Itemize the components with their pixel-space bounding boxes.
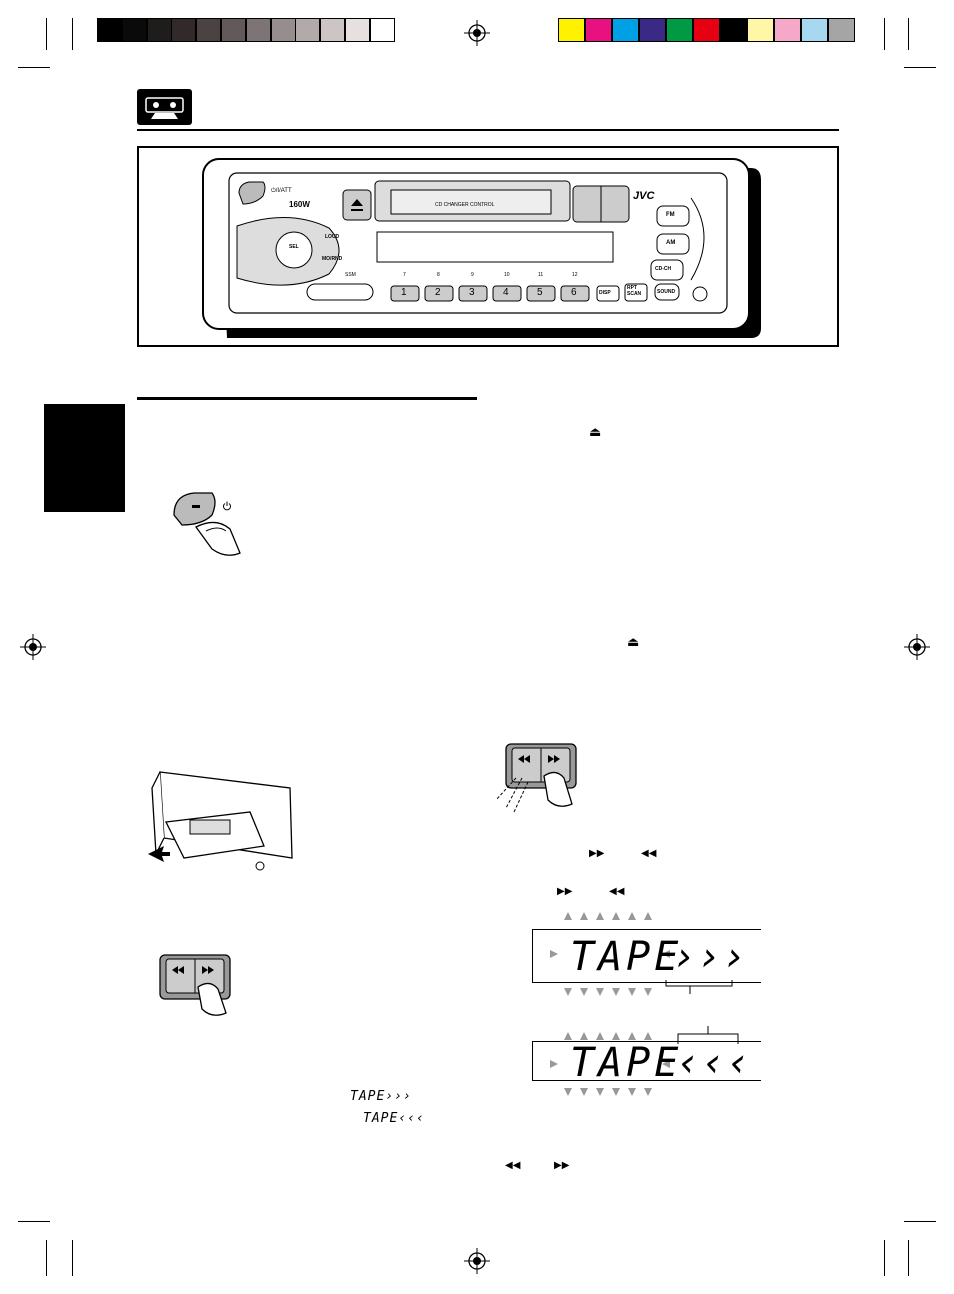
- faceplate-preset-2: 2: [435, 287, 441, 298]
- crop-mark: [908, 1240, 909, 1276]
- color-swatch: [774, 18, 801, 42]
- color-swatch: [666, 18, 693, 42]
- rewind-icon: ◀◀: [641, 848, 657, 859]
- crop-mark: [884, 1240, 885, 1276]
- grayscale-swatch: [320, 18, 346, 42]
- eject-icon: ⏏: [589, 424, 602, 439]
- grayscale-swatch: [270, 18, 296, 42]
- eject-icon: ⏏: [627, 634, 640, 649]
- power-button-illustration: [173, 492, 241, 556]
- color-swatch: [747, 18, 774, 42]
- blink-indicator-ff: [550, 912, 670, 996]
- crop-mark: [908, 18, 909, 50]
- color-swatch: [693, 18, 720, 42]
- fast-forward-icon: ▶▶: [557, 886, 573, 897]
- grayscale-swatch: [245, 18, 271, 42]
- fast-forward-icon: ▶▶: [554, 1160, 570, 1171]
- crop-mark: [46, 1240, 47, 1276]
- crop-mark: [72, 1240, 73, 1276]
- display-rew-label: TAPE: [570, 1040, 683, 1086]
- display-rew-panel: [532, 1041, 761, 1081]
- faceplate-preset-1: 1: [401, 287, 407, 298]
- cassette-insertion-illustration: [148, 771, 293, 871]
- faceplate-wattage: 160W: [289, 200, 310, 209]
- color-swatch: [720, 18, 747, 42]
- header-rule: [137, 129, 839, 131]
- registration-mark-icon: [904, 634, 930, 660]
- color-swatch: [612, 18, 639, 42]
- power-icon: [223, 501, 231, 511]
- faceplate-preset-5: 5: [537, 287, 543, 298]
- crop-mark: [46, 18, 47, 50]
- display-readout-ff: TAPE›››: [350, 1089, 412, 1104]
- color-swatch: [585, 18, 612, 42]
- faceplate-preset-upper-7: 7: [403, 272, 406, 278]
- faceplate-cdch-button: CD-CH: [655, 266, 672, 272]
- color-swatch: [801, 18, 828, 42]
- faceplate-loud-button: LOUD: [325, 234, 340, 240]
- faceplate-illustration-frame: ⏻/I/ATT 160W CD CHANGER CONTROL JVC SEL …: [137, 146, 839, 347]
- faceplate-preset-4: 4: [503, 287, 509, 298]
- display-ff-arrows: ›››: [672, 934, 748, 980]
- color-swatch: [558, 18, 585, 42]
- faceplate-am-button: AM: [666, 240, 676, 246]
- section-heading-rule: [137, 397, 477, 400]
- faceplate-rpt-scan-button: RPT SCAN: [627, 285, 642, 297]
- display-readout-rew: TAPE‹‹‹: [363, 1111, 425, 1126]
- faceplate-preset-upper-12: 12: [572, 272, 578, 278]
- grayscale-swatch: [345, 18, 370, 42]
- color-swatch: [828, 18, 855, 42]
- faceplate-preset-6: 6: [571, 287, 577, 298]
- callout-bracket-ff: [665, 980, 733, 994]
- ff-rew-button-right-illustration: [495, 743, 577, 813]
- faceplate-preset-upper-8: 8: [437, 272, 440, 278]
- faceplate-mono-button: MO/RND: [322, 256, 343, 262]
- crop-mark: [18, 1221, 50, 1222]
- grayscale-swatch: [295, 18, 321, 42]
- display-ff-label: TAPE: [570, 934, 683, 980]
- blink-indicator-rew: [550, 1032, 670, 1096]
- faceplate-illustration: [202, 158, 761, 338]
- registration-mark-icon: [464, 1248, 490, 1274]
- crop-mark: [884, 18, 885, 50]
- cassette-icon: [137, 89, 192, 125]
- faceplate-sound-button: SOUND: [657, 289, 676, 295]
- faceplate-preset-3: 3: [469, 287, 475, 298]
- callout-bracket-rew: [677, 1026, 739, 1044]
- faceplate-fm-button: FM: [666, 212, 675, 218]
- faceplate-brand-logo: JVC: [633, 190, 655, 202]
- faceplate-preset-upper-11: 11: [538, 272, 544, 278]
- fast-forward-icon: ▶▶: [589, 848, 605, 859]
- grayscale-swatch: [369, 18, 395, 42]
- crop-mark: [904, 67, 936, 68]
- faceplate-disp-button: DISP: [599, 290, 611, 296]
- grayscale-swatch: [146, 18, 172, 42]
- crop-mark: [18, 67, 50, 68]
- display-ff-panel: [532, 929, 761, 983]
- faceplate-preset-upper-9: 9: [471, 272, 474, 278]
- display-rew-arrows: ‹‹‹: [676, 1040, 752, 1086]
- grayscale-swatch: [196, 18, 222, 42]
- grayscale-swatch: [221, 18, 246, 42]
- ff-rew-button-left-illustration: [159, 954, 231, 1016]
- language-side-tab: [44, 404, 125, 512]
- rewind-icon: ◀◀: [505, 1160, 521, 1171]
- faceplate-ssm-label: SSM: [345, 272, 356, 278]
- grayscale-swatch: [97, 18, 122, 42]
- faceplate-sel-label: SEL: [289, 244, 299, 250]
- color-swatch: [639, 18, 666, 42]
- rewind-icon: ◀◀: [609, 886, 625, 897]
- crop-mark: [72, 18, 73, 50]
- faceplate-power-label: ⏻/I/ATT: [271, 188, 292, 194]
- crop-mark: [904, 1221, 936, 1222]
- faceplate-preset-upper-10: 10: [504, 272, 510, 278]
- registration-mark-icon: [20, 634, 46, 660]
- grayscale-swatch: [171, 18, 197, 42]
- faceplate-cd-changer-label: CD CHANGER CONTROL: [435, 202, 495, 208]
- grayscale-swatch: [121, 18, 147, 42]
- registration-mark-icon: [464, 20, 490, 46]
